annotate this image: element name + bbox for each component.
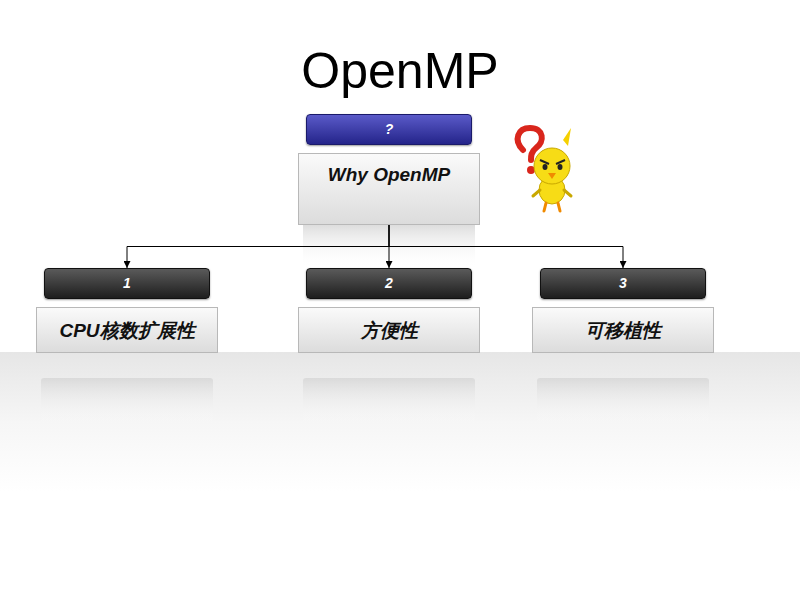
topic-box: 可移植性 <box>532 307 714 353</box>
reflection <box>41 378 213 424</box>
slide-title: OpenMP <box>0 44 800 99</box>
connector <box>127 225 389 268</box>
floor-band <box>0 352 800 492</box>
topic-node: 1CPU核数扩展性 <box>36 268 218 353</box>
reflection <box>303 378 475 424</box>
topic-box: Why OpenMP <box>298 153 480 225</box>
topic-label: CPU核数扩展性 <box>59 320 194 341</box>
topic-box: CPU核数扩展性 <box>36 307 218 353</box>
topic-label: Why OpenMP <box>328 164 450 185</box>
topic-node: ? Why OpenMP <box>298 114 480 225</box>
number-badge: 3 <box>540 268 706 299</box>
topic-node: 3 可移植性 <box>532 268 714 353</box>
reflection <box>537 378 709 424</box>
topic-label: 方便性 <box>361 320 418 341</box>
topic-box: 方便性 <box>298 307 480 353</box>
topic-node: 2 方便性 <box>298 268 480 353</box>
number-badge: ? <box>306 114 472 145</box>
topic-label: 可移植性 <box>585 320 661 341</box>
connector <box>389 225 623 268</box>
chick-illustration <box>518 128 571 211</box>
number-badge: 2 <box>306 268 472 299</box>
number-badge: 1 <box>44 268 210 299</box>
